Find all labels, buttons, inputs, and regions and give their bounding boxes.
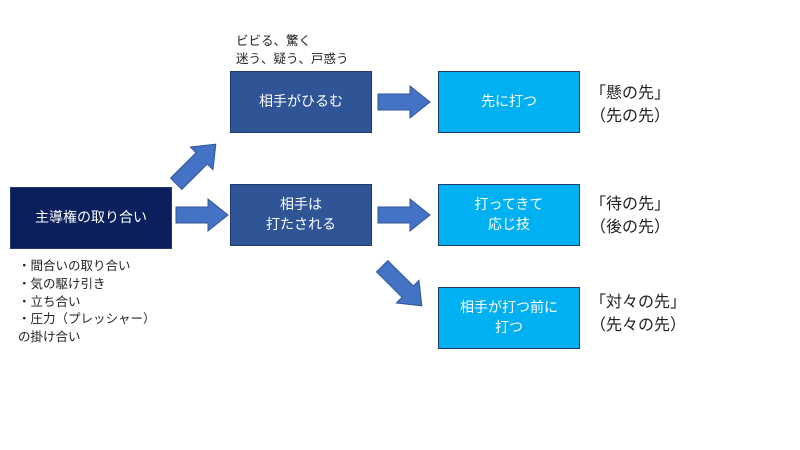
arrow-root-to-pressured [175,197,229,233]
arrow-flinch-to-strike-first [377,84,431,120]
label-taitai-no-sen: 「対々の先」 （先々の先） [590,292,687,335]
arrow-root-to-flinch [169,143,217,191]
label-tai-no-sen: 「待の先」 （後の先） [590,194,671,237]
leaf-box-strike-first: 先に打つ [438,71,580,133]
leaf-box-preempt: 相手が打つ前に 打つ [438,287,580,349]
middle-box-pressured: 相手は 打たされる [230,184,372,246]
root-notes-list: ・間合いの取り合い ・気の駆け引き ・立ち合い ・圧力（プレッシャー） の掛け合… [18,258,156,344]
arrow-pressured-to-preempt [375,259,423,307]
arrow-pressured-to-counter [377,197,431,233]
label-ken-no-sen: 「懸の先」 （先の先） [590,83,671,126]
root-box-initiative: 主導権の取り合い [10,187,172,249]
flinch-causes-note: ビビる、驚く 迷う、疑う、戸惑う [236,33,349,66]
middle-box-flinch: 相手がひるむ [230,71,372,133]
leaf-box-counter: 打ってきて 応じ技 [438,184,580,246]
